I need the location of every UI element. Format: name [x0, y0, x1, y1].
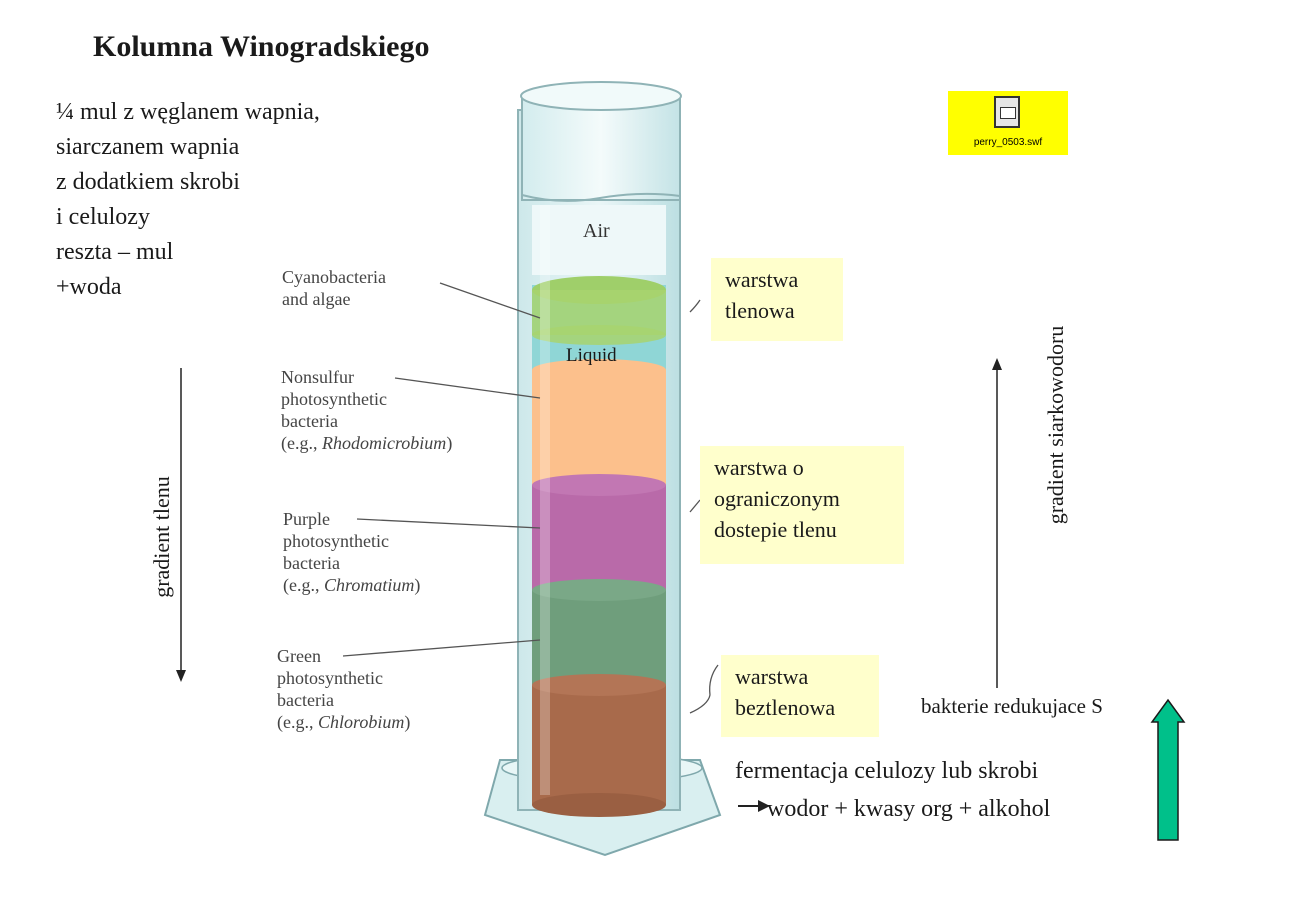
green-label-line: bacteria: [277, 690, 334, 710]
purple-top: [532, 474, 666, 496]
purple-example: (e.g., Chromatium): [283, 575, 421, 595]
recipe-line: siarczanem wapnia: [56, 134, 240, 160]
green-label-line: photosynthetic: [277, 668, 383, 688]
green-label-line: Green: [277, 646, 321, 666]
air-label: Air: [583, 220, 610, 242]
recipe-line: ¼ mul z węglanem wapnia,: [56, 99, 320, 125]
genus-name: Chlorobium: [317, 712, 405, 732]
oxygen-arrowhead: [176, 670, 186, 682]
purple-label-line: Purple: [283, 509, 330, 529]
recipe-line: reszta – mul: [56, 239, 174, 265]
algae-bottom: [532, 325, 666, 345]
green-layer: [532, 590, 666, 685]
pointer-line: [356, 518, 541, 529]
liquid-label: Liquid: [566, 345, 617, 366]
cyano-label: Cyanobacteria and algae: [282, 266, 386, 310]
bracket: [689, 499, 701, 513]
aerobic-layer-note: warstwa tlenowa: [711, 258, 843, 341]
h2s-arrowhead: [992, 358, 1002, 370]
brown-bottom: [532, 793, 666, 817]
right-arrowhead: [758, 800, 770, 812]
oxygen-gradient-label: gradient tlenu: [149, 476, 174, 598]
nonsulfur-top: [532, 359, 666, 381]
nonsulfur-label-line: photosynthetic: [281, 389, 387, 409]
green-top: [532, 579, 666, 601]
note-line: beztlenowa: [735, 695, 836, 720]
note-line: tlenowa: [725, 298, 795, 323]
purple-layer: [532, 485, 666, 590]
genus-name: Rhodomicrobium: [321, 433, 447, 453]
flash-file-link[interactable]: perry_0503.swf: [948, 91, 1068, 155]
note-line: ograniczonym: [714, 486, 840, 511]
air-layer: [532, 205, 666, 275]
purple-label-line: bacteria: [283, 553, 340, 573]
note-line: warstwa o: [714, 455, 804, 480]
cyano-label-line: Cyanobacteria: [282, 267, 386, 287]
recipe-line: z dodatkiem skrobi: [56, 169, 240, 195]
h2s-gradient-label: gradient siarkowodoru: [1043, 325, 1068, 525]
limited-oxygen-layer-note: warstwa o ograniczonym dostepie tlenu: [700, 446, 904, 564]
slide-title: Kolumna Winogradskiego: [93, 30, 430, 63]
brown-layer: [532, 685, 666, 805]
flash-file-icon: [994, 96, 1020, 128]
anaerobic-layer-note: warstwa beztlenowa: [721, 655, 879, 737]
reducing-bacteria-label: bakterie redukujace S: [921, 694, 1103, 718]
file-name: perry_0503.swf: [973, 137, 1043, 148]
recipe-line: +woda: [56, 274, 122, 300]
nonsulfur-label-line: bacteria: [281, 411, 338, 431]
fermentation-line: fermentacja celulozy lub skrobi: [735, 758, 1039, 784]
bracket: [689, 299, 701, 313]
green-label: Green photosynthetic bacteria (e.g., Chl…: [277, 645, 410, 733]
nonsulfur-layer: [532, 370, 666, 485]
nonsulfur-label-line: Nonsulfur: [281, 367, 354, 387]
green-block-arrow: [1150, 698, 1186, 841]
recipe-text: ¼ mul z węglanem wapnia, siarczanem wapn…: [56, 95, 320, 305]
note-line: warstwa: [735, 664, 809, 689]
column-cap: [521, 94, 681, 201]
purple-label: Purple photosynthetic bacteria (e.g., Ch…: [283, 508, 420, 596]
note-line: warstwa: [725, 267, 799, 292]
cap-top: [520, 81, 682, 111]
pointer-line: [394, 377, 541, 399]
note-line: dostepie tlenu: [714, 517, 837, 542]
nonsulfur-label: Nonsulfur photosynthetic bacteria (e.g.,…: [281, 366, 452, 454]
brown-top: [532, 674, 666, 696]
green-example: (e.g., Chlorobium): [277, 712, 411, 732]
tube-highlight: [540, 205, 550, 795]
pointer-line: [439, 282, 541, 319]
fermentation-line: wodor + kwasy org + alkohol: [767, 796, 1051, 822]
bracket: [689, 664, 719, 714]
purple-label-line: photosynthetic: [283, 531, 389, 551]
pointer-line: [342, 639, 541, 657]
nonsulfur-example: (e.g., Rhodomicrobium): [281, 433, 453, 453]
fermentation-text: fermentacja celulozy lub skrobi wodor + …: [735, 752, 1050, 828]
cyano-label-line: and algae: [282, 289, 351, 309]
genus-name: Chromatium: [323, 575, 415, 595]
recipe-line: i celulozy: [56, 204, 150, 230]
